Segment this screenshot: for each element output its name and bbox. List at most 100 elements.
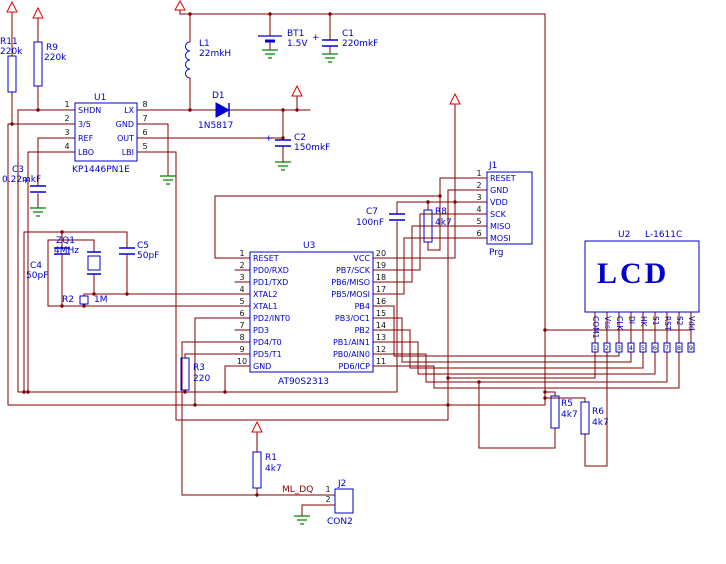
resistor-r2-body [79, 295, 89, 305]
u1-pin-name: LBO [78, 148, 94, 157]
zq1-refdes: ZQ1 [56, 236, 75, 246]
c1-refdes: C1 [342, 29, 354, 39]
ground-icon [275, 161, 291, 171]
j2-pin-number: 2 [325, 495, 330, 504]
u2-pin-name: Vss [603, 316, 612, 329]
component-j1: J1 Prg RESET GND VDD SCK MISO MOSI 1 2 3… [476, 161, 515, 258]
u1-pin-number: 5 [142, 142, 147, 151]
u3-pin-name: PD1/TXD [253, 278, 288, 287]
c5-refdes: C5 [137, 241, 149, 251]
u3-pin-name: RESET [253, 254, 279, 263]
power-symbols [6, 0, 461, 433]
u1-pin-number: 7 [142, 114, 147, 123]
r9-value: 220k [44, 53, 67, 63]
r3-refdes: R3 [193, 363, 205, 373]
j1-pin-name: VDD [490, 198, 508, 207]
inductor-l1-body [185, 41, 191, 79]
u3-pin-number: 10 [237, 357, 247, 366]
u2-pin-name: Vdd [687, 316, 696, 331]
ground-icon [262, 49, 278, 59]
u1-pin-number: 2 [64, 114, 69, 123]
r8-value: 4k7 [435, 218, 452, 228]
u3-pin-name: PD6/ICP [338, 362, 370, 371]
u1-pin-number: 4 [64, 142, 69, 151]
c1-plus: + [312, 33, 320, 43]
u3-pin-name: PD0/RXD [253, 266, 289, 275]
l1-refdes: L1 [199, 39, 210, 49]
ground-icon [160, 175, 176, 185]
junction-dots [10, 12, 547, 497]
j2-part: CON2 [327, 517, 353, 527]
u1-pin-number: 8 [142, 100, 147, 109]
u2-pin-name: CLK [615, 316, 624, 331]
u2-pin-name: COM1 [591, 316, 600, 339]
u3-pin-name: PD3 [253, 326, 269, 335]
u1-pin-name: SHDN [78, 106, 101, 115]
r11-value: 220k [0, 47, 23, 57]
c3-value: 0.22mkF [2, 175, 41, 185]
u3-pin-number: 17 [376, 285, 386, 294]
vcc-arrow-icon [6, 0, 18, 13]
wire-layer [7, 9, 692, 517]
capacitor-c4-body [54, 247, 70, 255]
j1-pin-name: MOSI [490, 234, 511, 243]
u2-pin-number: 5 [641, 344, 645, 352]
u2-pin-number: 7 [665, 344, 669, 352]
u3-pin-number: 16 [376, 297, 386, 306]
j2-refdes: J2 [337, 479, 346, 489]
j1-pin-number: 1 [476, 169, 481, 178]
c2-value: 150mkF [294, 143, 330, 153]
bt1-value: 1.5V [287, 39, 308, 49]
u2-pin-number: 9 [689, 344, 693, 352]
r2-refdes: R2 [62, 295, 74, 305]
vcc-arrow-icon [174, 0, 186, 11]
u1-pin-number: 3 [64, 128, 69, 137]
r1-value: 4k7 [265, 464, 282, 474]
j1-body [486, 171, 533, 245]
u3-refdes: U3 [303, 241, 315, 251]
u3-pin-number: 14 [376, 321, 386, 330]
component-u1: U1 KP1446PN1E SHDN 3/5 REF LBO LX GND OU… [64, 93, 147, 175]
u1-pin-name: 3/5 [78, 120, 91, 129]
resistor-r3-body [180, 357, 190, 391]
component-glyphs [7, 35, 700, 514]
vcc-arrow-icon [32, 6, 44, 19]
ground-symbols [30, 49, 338, 525]
u2-pin-number: 6 [653, 344, 657, 352]
u3-pin-number: 6 [239, 309, 244, 318]
u3-pin-name: XTAL2 [253, 290, 278, 299]
r1-refdes: R1 [265, 453, 277, 463]
resistor-r6-body [580, 401, 590, 435]
u1-part: KP1446PN1E [72, 165, 130, 175]
j1-pin-name: RESET [490, 174, 516, 183]
resistor-r1-body [252, 451, 262, 489]
resistor-r9-body [33, 41, 43, 87]
bt1-refdes: BT1 [287, 29, 304, 39]
capacitor-c3-body [30, 185, 46, 193]
j1-refdes: J1 [488, 161, 497, 171]
u1-pin-name: OUT [117, 134, 134, 143]
u3-pin-number: 3 [239, 273, 244, 282]
u3-pin-number: 7 [239, 321, 244, 330]
u2-pin-name: DI [627, 316, 636, 324]
c1-value: 220mkF [342, 39, 378, 49]
c3-plus: + [22, 176, 30, 186]
u2-pin-name: HK [639, 316, 648, 328]
u3-pin-name: PB0/AIN0 [333, 350, 370, 359]
u1-pin-name: GND [116, 120, 134, 129]
capacitor-c1-body [322, 39, 338, 47]
u3-pin-name: PB4 [355, 302, 370, 311]
lcd-pin-number-boxes [591, 342, 695, 353]
u3-pin-number: 20 [376, 249, 386, 258]
vcc-arrow-icon [291, 84, 303, 97]
crystal-zq1-plates [87, 251, 101, 275]
r5-value: 4k7 [561, 410, 578, 420]
u2-pin-number: 2 [605, 344, 609, 352]
r6-refdes: R6 [592, 407, 604, 417]
c7-value: 100nF [356, 218, 384, 228]
u3-pin-number: 12 [376, 345, 386, 354]
c7-refdes: C7 [366, 207, 378, 217]
u1-pin-number: 6 [142, 128, 147, 137]
j1-pin-name: GND [490, 186, 508, 195]
